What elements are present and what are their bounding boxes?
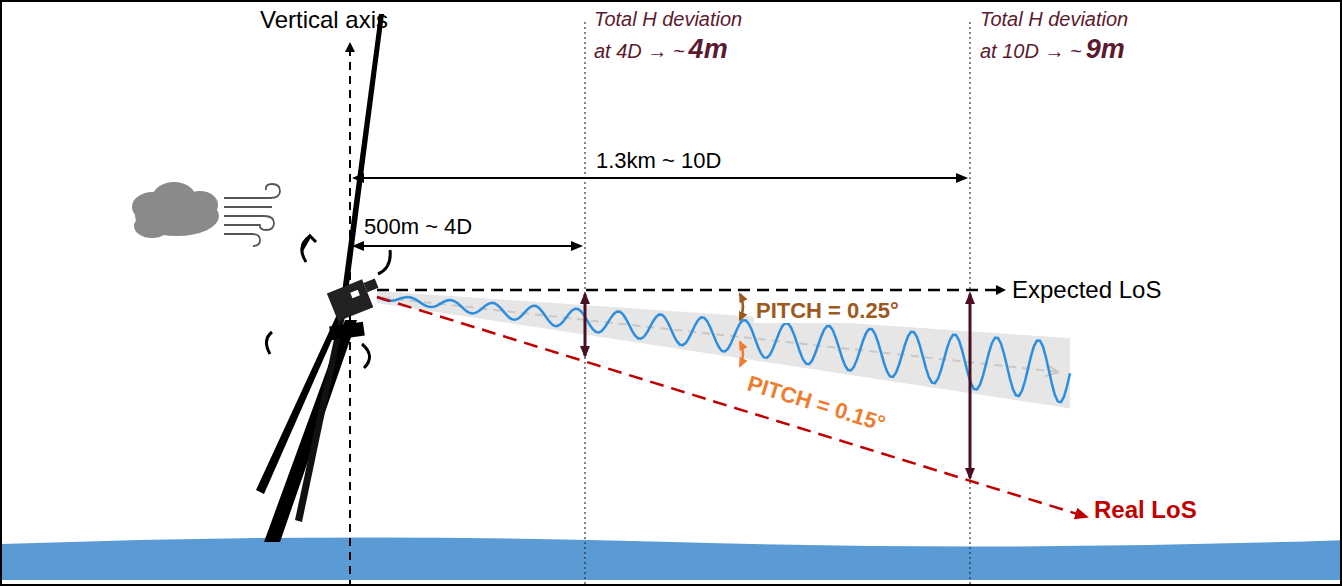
- deviation-note: Total H deviation at 4D → ~4m: [594, 6, 749, 67]
- sea: [2, 537, 1342, 580]
- los-label: Expected LoS: [1012, 276, 1161, 304]
- los-label: Real LoS: [1094, 496, 1197, 524]
- wind-turbine: [256, 14, 390, 542]
- deviation-note: Total H deviation at 10D → ~9m: [980, 6, 1135, 67]
- pitch-label: PITCH = 0.15°: [743, 370, 891, 437]
- pitch-arrow: [740, 342, 743, 366]
- dimension-label: 500m ~ 4D: [364, 214, 472, 239]
- deviation-value: 9m: [1086, 34, 1125, 64]
- real-los: [377, 297, 1087, 517]
- deviation-arrow: [969, 294, 972, 478]
- pitch-label: PITCH = 0.25°: [754, 298, 901, 323]
- guide-line: [969, 22, 970, 586]
- expected-los: [377, 289, 1004, 292]
- deviation-value: 4m: [689, 34, 728, 64]
- cloud: [132, 182, 219, 238]
- dimension-arrow: [354, 245, 581, 247]
- dimension-label: 1.3km ~ 10D: [596, 148, 721, 173]
- pitch-arrow: [740, 294, 743, 320]
- deviation-arrow: [584, 294, 587, 356]
- wake-band: [377, 291, 1070, 408]
- axis-label: Vertical axis: [260, 6, 388, 34]
- guide-line: [584, 22, 585, 586]
- dimension-arrow: [354, 177, 966, 179]
- wake-wave: [377, 291, 1070, 408]
- wind-lines: [224, 184, 280, 246]
- wake-wave-line: [377, 297, 1070, 402]
